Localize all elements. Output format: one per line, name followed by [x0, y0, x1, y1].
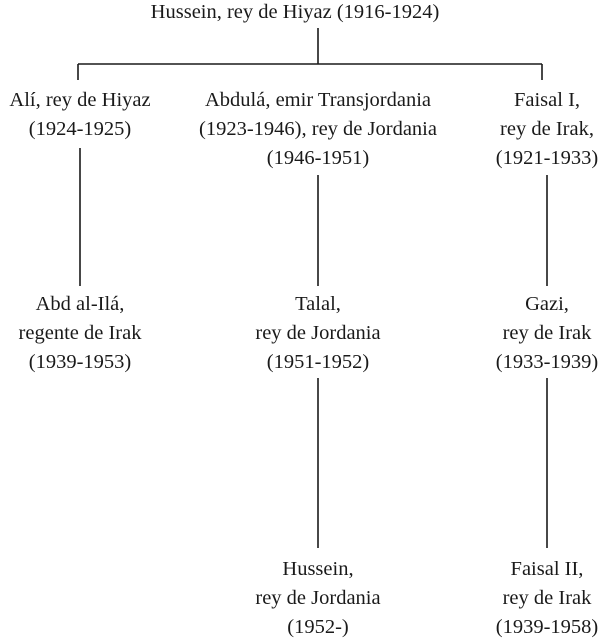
node-hussein-jordania: Hussein, rey de Jordania (1952-) — [255, 555, 380, 642]
node-line: (1939-1958) — [495, 616, 599, 638]
node-line: Talal, — [295, 293, 341, 315]
node-line: rey de Irak — [502, 587, 592, 609]
node-line: Abd al-Ilá, — [35, 293, 125, 315]
node-abdula: Abdulá, emir Transjordania (1923-1946), … — [199, 86, 437, 173]
node-line: (1939-1953) — [28, 351, 132, 373]
node-line: Hussein, — [282, 558, 354, 580]
node-faisal-i: Faisal I, rey de Irak, (1921-1933) — [496, 86, 598, 173]
node-abd-al-ila: Abd al-Ilá, regente de Irak (1939-1953) — [19, 290, 142, 377]
node-line: Faisal I, — [513, 89, 581, 111]
node-faisal-ii: Faisal II, rey de Irak (1939-1958) — [496, 555, 598, 642]
node-root-hussein: Hussein, rey de Hiyaz (1916-1924) — [151, 0, 440, 27]
node-line: regente de Irak — [18, 322, 142, 344]
node-line: (1921-1933) — [495, 147, 599, 169]
node-ali: Alí, rey de Hiyaz (1924-1925) — [9, 86, 150, 144]
node-line: (1933-1939) — [495, 351, 599, 373]
node-line: Faisal II, — [510, 558, 584, 580]
node-line: rey de Irak, — [500, 118, 594, 140]
node-line: (1946-1951) — [266, 147, 370, 169]
node-talal: Talal, rey de Jordania (1951-1952) — [255, 290, 380, 377]
node-line: rey de Jordania — [255, 587, 381, 609]
node-line: Gazi, — [525, 293, 569, 315]
node-line: Abdulá, emir Transjordania — [204, 89, 432, 111]
node-line: (1951-1952) — [266, 351, 370, 373]
node-line: rey de Irak — [502, 322, 592, 344]
node-line: (1924-1925) — [28, 118, 132, 140]
node-gazi: Gazi, rey de Irak (1933-1939) — [496, 290, 598, 377]
node-line: Alí, rey de Hiyaz — [9, 89, 151, 111]
node-line: (1952-) — [287, 616, 349, 638]
node-line: Hussein, rey de Hiyaz (1916-1924) — [150, 1, 440, 23]
node-line: (1923-1946), rey de Jordania — [199, 118, 437, 140]
node-line: rey de Jordania — [255, 322, 381, 344]
